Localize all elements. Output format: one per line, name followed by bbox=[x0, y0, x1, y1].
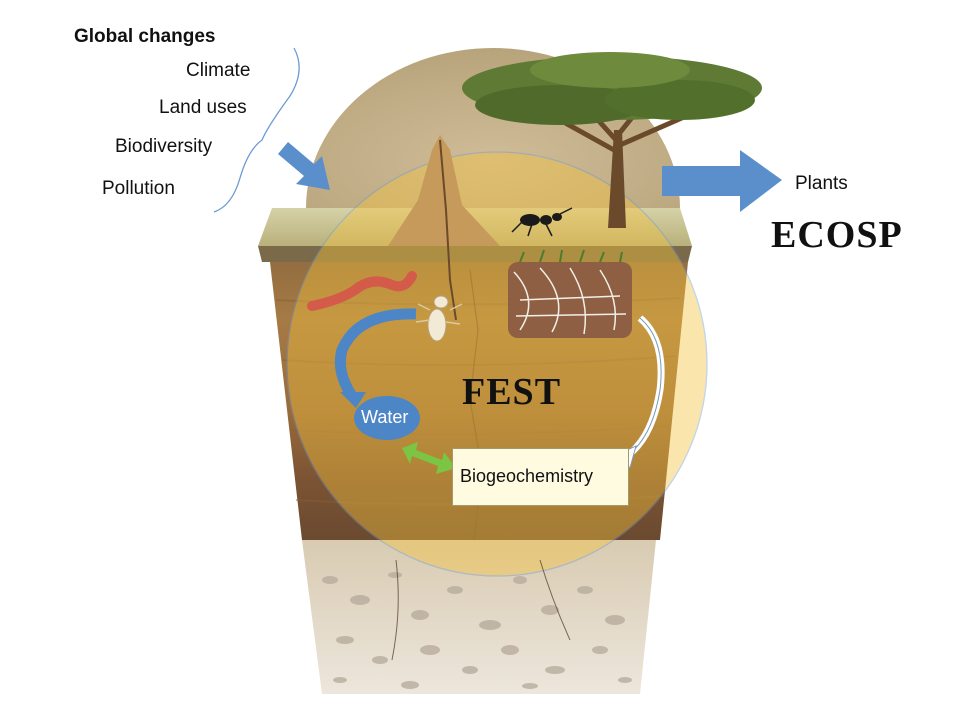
acacia-tree bbox=[462, 52, 762, 228]
global-change-biodiversity: Biodiversity bbox=[115, 136, 213, 157]
plants-label: Plants bbox=[795, 173, 848, 194]
termite bbox=[415, 295, 463, 342]
earthworm bbox=[307, 271, 417, 311]
global-changes-bracket bbox=[213, 47, 300, 213]
ant bbox=[511, 207, 573, 237]
global-change-pollution: Pollution bbox=[102, 178, 175, 199]
roots-to-biogeochemistry-arrow-outline bbox=[623, 317, 662, 459]
biogeochemistry-label: Biogeochemistry bbox=[460, 466, 594, 486]
global-change-climate: Climate bbox=[186, 60, 251, 81]
root-clump bbox=[508, 249, 632, 338]
fauna-to-water-arrow bbox=[334, 308, 417, 400]
root-lines bbox=[391, 559, 571, 661]
fauna-to-water-arrowhead bbox=[340, 392, 366, 408]
biogeochemistry-box bbox=[452, 448, 629, 506]
ecosp-label: ECOSP bbox=[771, 214, 903, 256]
pebbles bbox=[322, 572, 632, 689]
output-arrow bbox=[662, 150, 782, 212]
water-label: Water bbox=[361, 407, 409, 427]
input-arrow bbox=[278, 142, 330, 190]
bedrock-layer bbox=[302, 540, 656, 694]
global-changes-title: Global changes bbox=[74, 26, 216, 47]
water-node bbox=[354, 396, 420, 440]
fest-circle bbox=[286, 151, 708, 577]
termite-tunnel bbox=[439, 139, 457, 321]
global-change-land-uses: Land uses bbox=[159, 97, 247, 118]
water-biogeochemistry-exchange-arrow bbox=[402, 442, 456, 474]
fest-label: FEST bbox=[462, 371, 562, 413]
